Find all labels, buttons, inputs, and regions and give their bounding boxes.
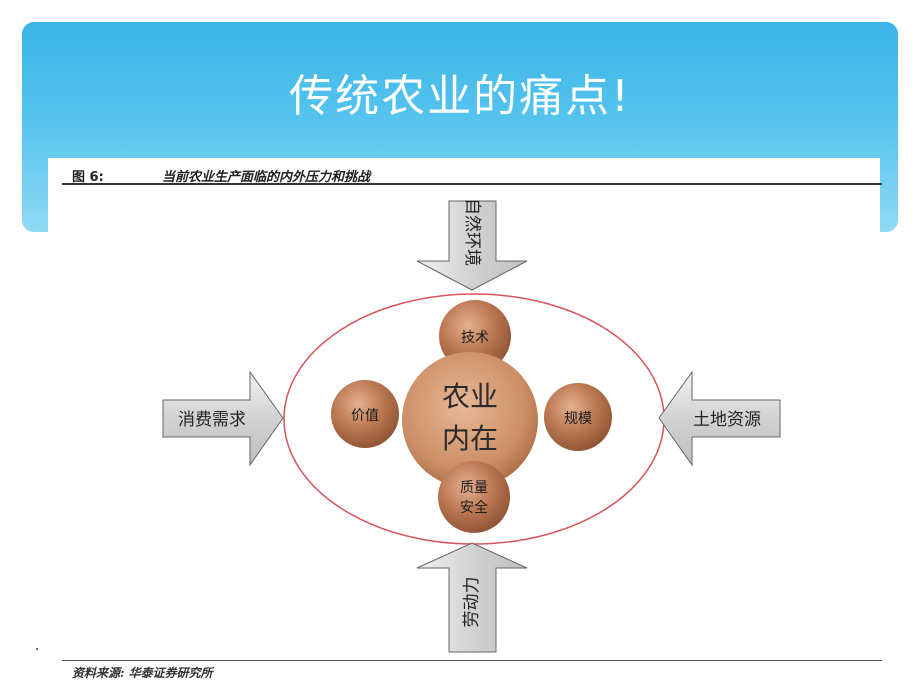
figure-bottom-rule bbox=[62, 660, 882, 661]
node-right: 规模 bbox=[544, 383, 612, 451]
arrow-top-label: 自然环境 bbox=[462, 198, 482, 266]
node-bottom-label-line2: 安全 bbox=[460, 499, 488, 516]
arrow-bottom: 劳动力 bbox=[416, 542, 528, 653]
node-right-label: 规模 bbox=[564, 411, 592, 427]
figure-number: 图 6: bbox=[72, 170, 104, 185]
node-top-label: 技术 bbox=[461, 330, 489, 346]
arrow-left-label: 消费需求 bbox=[178, 410, 246, 430]
center-node: 农业 内在 bbox=[402, 352, 538, 488]
center-label-line2: 内在 bbox=[442, 422, 498, 455]
slide-title: 传统农业的痛点! bbox=[289, 71, 631, 122]
stray-dot bbox=[36, 648, 38, 650]
figure-top-rule bbox=[62, 183, 882, 185]
node-left-label: 价值 bbox=[351, 408, 379, 424]
node-left: 价值 bbox=[331, 380, 399, 448]
arrow-left: 消费需求 bbox=[162, 370, 284, 467]
node-bottom: 质量 安全 bbox=[438, 461, 510, 533]
figure-caption-row: 图 6: 当前农业生产面临的内外压力和挑战 bbox=[62, 164, 882, 186]
arrow-top: 自然环境 bbox=[416, 198, 528, 291]
center-label-line1: 农业 bbox=[442, 380, 498, 413]
figure-title: 当前农业生产面临的内外压力和挑战 bbox=[162, 170, 371, 185]
arrow-right-label: 土地资源 bbox=[693, 410, 761, 430]
node-bottom-label-line1: 质量 bbox=[460, 480, 488, 496]
arrow-right: 土地资源 bbox=[658, 370, 781, 467]
figure-source: 资料来源: 华泰证券研究所 bbox=[72, 666, 213, 680]
arrow-bottom-label: 劳动力 bbox=[462, 577, 482, 628]
